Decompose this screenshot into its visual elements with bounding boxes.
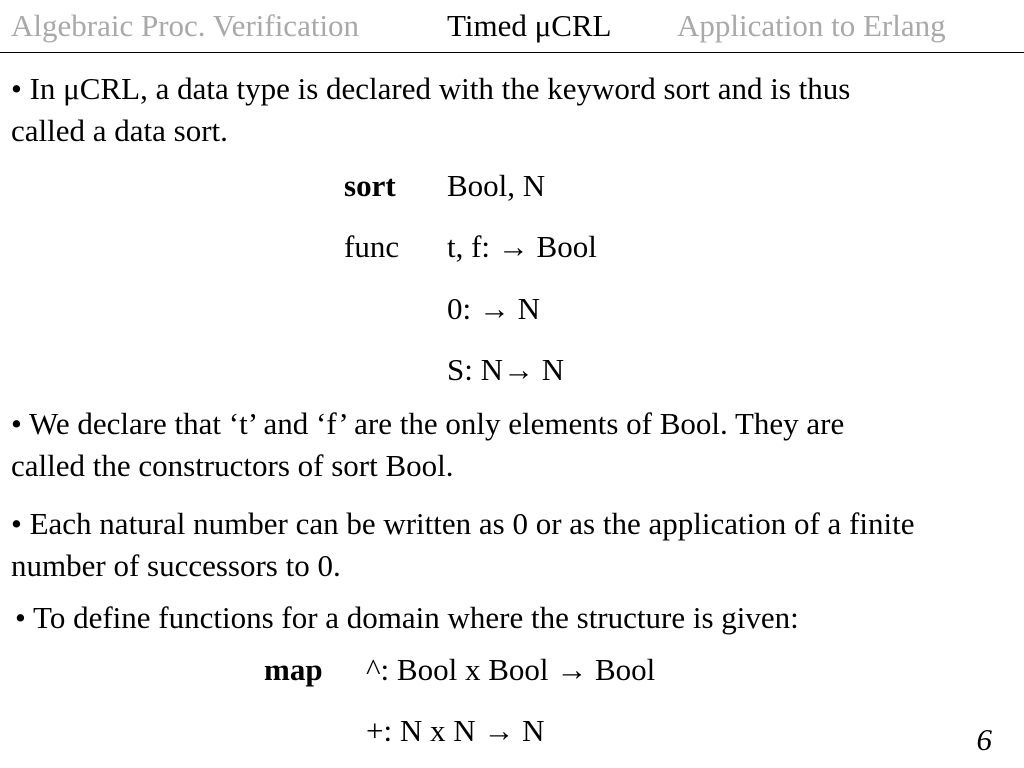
bullet3-line2: number of successors to 0. <box>11 548 341 583</box>
map-value-2: +: N x N → N <box>366 713 545 748</box>
func-value-3: S: N→ N <box>447 352 565 387</box>
nav-tab-algebraic-proc-verification[interactable]: Algebraic Proc. Verification <box>11 8 360 43</box>
nav-tab-timed-mucrl[interactable]: Timed μCRL <box>447 8 612 43</box>
navigation-bar: Algebraic Proc. Verification Timed μCRL … <box>0 0 1024 53</box>
page-number: 6 <box>976 722 993 757</box>
nav-tab-application-to-erlang[interactable]: Application to Erlang <box>677 8 946 43</box>
bullet1-line1: • In μCRL, a data type is declared with … <box>11 71 851 106</box>
bullet4-line1: • To define functions for a domain where… <box>15 600 799 635</box>
sort-keyword: sort <box>344 168 396 203</box>
bullet3-line1: • Each natural number can be written as … <box>11 506 915 541</box>
map-value-1: ^: Bool x Bool → Bool <box>366 652 656 687</box>
func-keyword: func <box>344 229 400 264</box>
bullet2-line1: • We declare that ‘t’ and ‘f’ are the on… <box>11 406 845 441</box>
bullet1-line2: called a data sort. <box>11 113 228 148</box>
func-value-2: 0: → N <box>447 291 540 326</box>
map-keyword: map <box>264 652 323 687</box>
bullet2-line2: called the constructors of sort Bool. <box>11 448 454 483</box>
func-value-1: t, f: → Bool <box>447 229 597 264</box>
sort-value: Bool, N <box>447 168 546 203</box>
